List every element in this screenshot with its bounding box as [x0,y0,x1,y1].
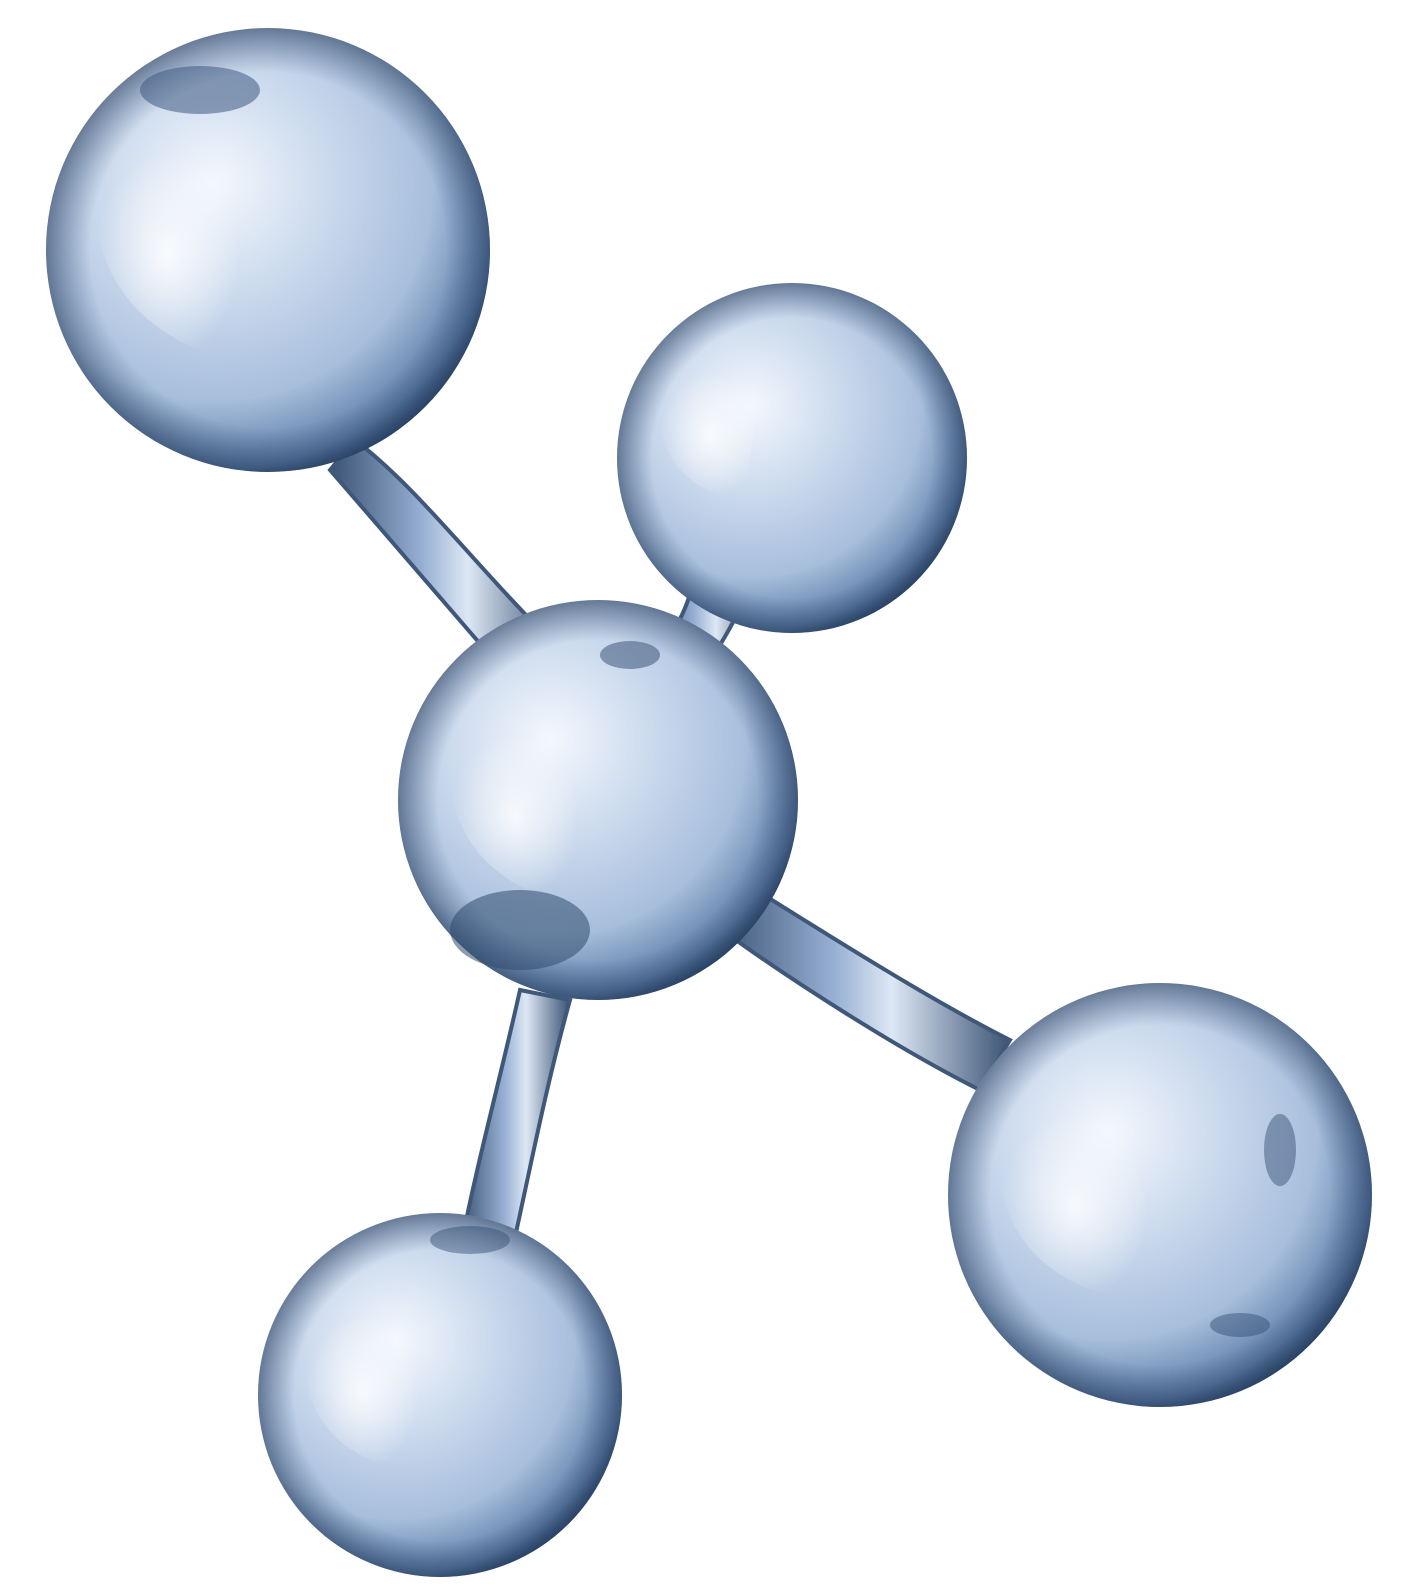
atom-bottom-left [258,1213,622,1577]
atom-top-right [617,283,967,633]
atom-center [398,600,798,1000]
atom-bottom-right [948,983,1372,1407]
atom-top-left [46,28,490,472]
